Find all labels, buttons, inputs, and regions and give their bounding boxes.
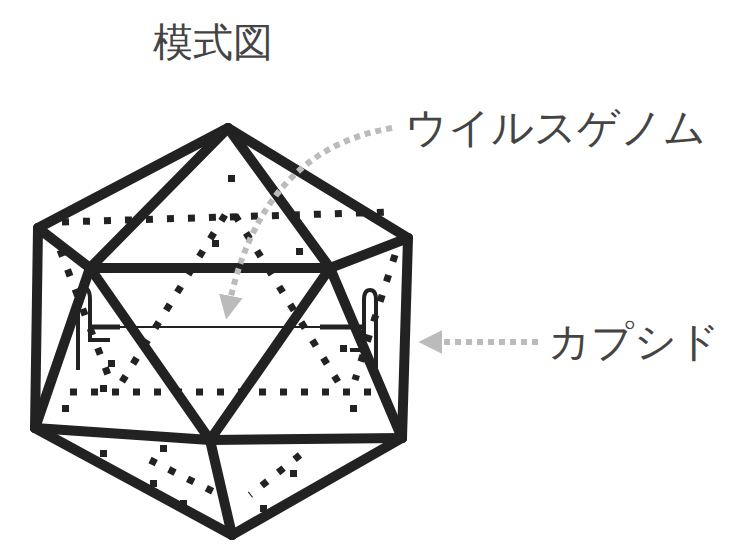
part-label: カプシド bbox=[548, 319, 720, 365]
leader-arrows bbox=[228, 128, 538, 342]
part-label: ウイルスゲノム bbox=[405, 105, 706, 151]
capsid-edges bbox=[35, 128, 408, 535]
part-label-box: カプシド bbox=[548, 319, 720, 365]
part-label-box: ウイルスゲノム bbox=[405, 105, 706, 151]
diagram-title: 模式図 bbox=[153, 20, 273, 64]
diagram-title-box: 模式図 bbox=[153, 20, 273, 64]
